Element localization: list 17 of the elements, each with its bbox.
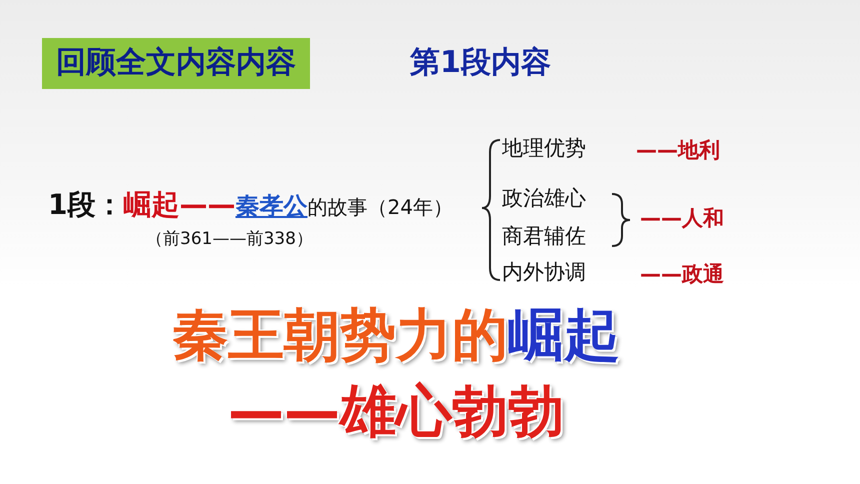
item-text: 地理优势 — [502, 136, 586, 160]
keyword-text: 崛起—— — [123, 187, 236, 223]
result-text: ——政通 — [640, 262, 724, 286]
item-text: 政治雄心 — [502, 186, 586, 210]
name-link-text: 秦孝公 — [235, 191, 308, 222]
slogan-subtitle-text: ——雄心勃勃 — [228, 380, 564, 444]
paragraph-number: 1段： — [48, 187, 124, 223]
result-text: ——人和 — [640, 206, 724, 230]
story-text: 的故事（24年） — [307, 195, 453, 221]
item-text: 内外协调 — [502, 260, 586, 284]
section-heading: 第1段内容 — [410, 46, 551, 80]
slogan-keyword-text: 崛起 — [508, 304, 620, 368]
heading-banner: 回顾全文内容内容 — [42, 38, 310, 88]
item-text: 商君辅佐 — [502, 224, 586, 248]
slogan-text: 秦王朝势力的 — [172, 304, 508, 368]
result-text: ——地利 — [636, 138, 720, 162]
date-range-text: （前361——前338） — [146, 230, 313, 250]
